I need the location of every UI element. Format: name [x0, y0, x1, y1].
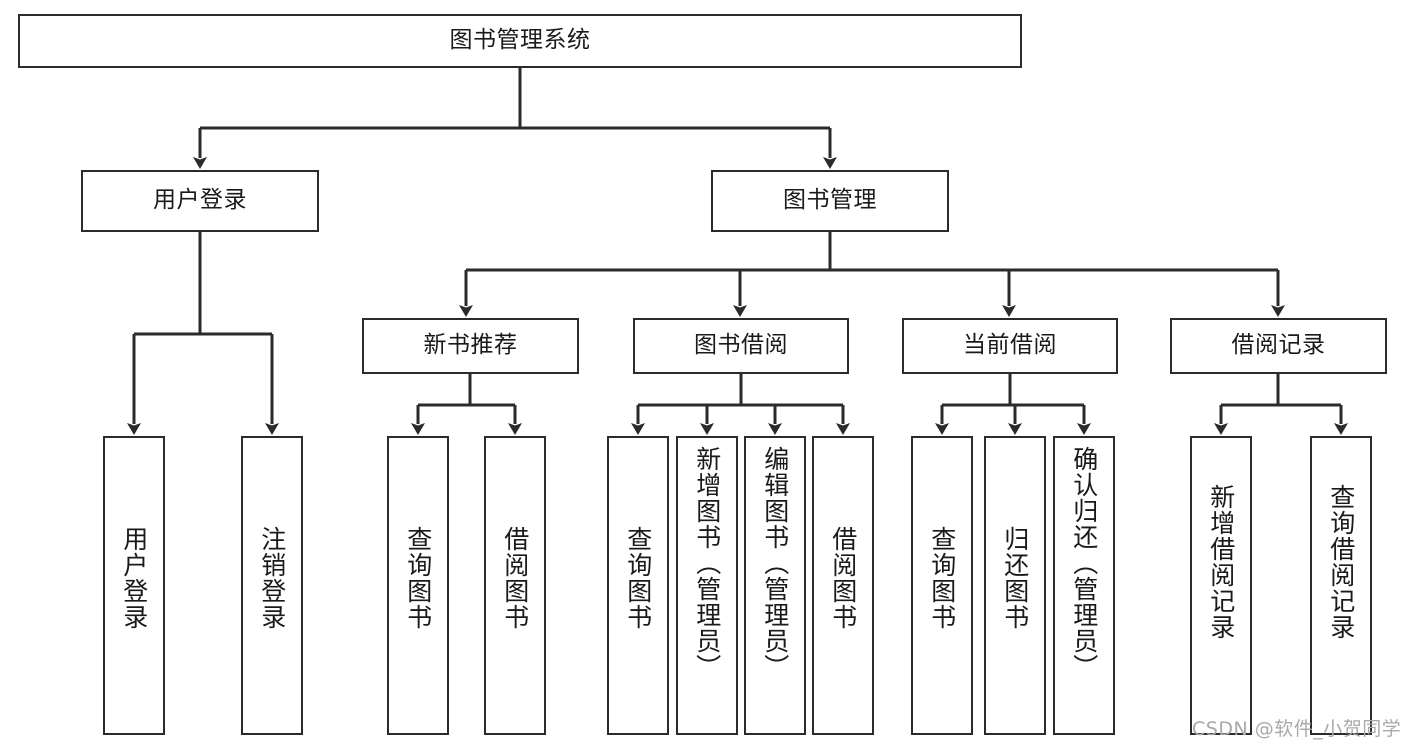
- node-label: 查询借阅记录: [1326, 484, 1356, 640]
- node-new-book-recommend[interactable]: 新书推荐: [362, 318, 579, 374]
- node-label: 查询图书: [623, 526, 653, 630]
- node-label: 借阅图书: [828, 526, 858, 630]
- node-label: 新书推荐: [423, 332, 518, 359]
- node-label: 借阅记录: [1231, 332, 1326, 359]
- node-label: 新增图书（管理员）: [692, 446, 722, 680]
- node-label: 图书管理: [783, 187, 877, 214]
- node-user-login[interactable]: 用户登录: [81, 170, 319, 232]
- node-leaf-query-book-3[interactable]: 查询图书: [911, 436, 973, 735]
- node-leaf-query-book-1[interactable]: 查询图书: [387, 436, 449, 735]
- watermark-text: CSDN @软件_小贺同学: [1192, 718, 1402, 740]
- node-current-borrow[interactable]: 当前借阅: [902, 318, 1118, 374]
- node-label: 编辑图书（管理员）: [760, 446, 790, 680]
- node-leaf-confirm-return[interactable]: 确认归还（管理员）: [1053, 436, 1115, 735]
- node-book-manage[interactable]: 图书管理: [711, 170, 949, 232]
- node-leaf-add-book[interactable]: 新增图书（管理员）: [676, 436, 738, 735]
- node-label: 当前借阅: [963, 332, 1057, 359]
- node-label: 注销登录: [257, 526, 287, 630]
- node-label: 图书管理系统: [449, 27, 591, 54]
- node-label: 新增借阅记录: [1206, 484, 1236, 640]
- node-leaf-return-book[interactable]: 归还图书: [984, 436, 1046, 735]
- node-leaf-add-record[interactable]: 新增借阅记录: [1190, 436, 1252, 735]
- node-borrow-record[interactable]: 借阅记录: [1170, 318, 1387, 374]
- node-root[interactable]: 图书管理系统: [18, 14, 1022, 68]
- node-label: 用户登录: [119, 526, 149, 630]
- node-leaf-edit-book[interactable]: 编辑图书（管理员）: [744, 436, 806, 735]
- node-label: 查询图书: [927, 526, 957, 630]
- node-leaf-borrow-book-2[interactable]: 借阅图书: [812, 436, 874, 735]
- node-label: 查询图书: [403, 526, 433, 630]
- node-book-borrow[interactable]: 图书借阅: [633, 318, 849, 374]
- node-label: 确认归还（管理员）: [1069, 446, 1099, 680]
- node-leaf-query-record[interactable]: 查询借阅记录: [1310, 436, 1372, 735]
- node-leaf-borrow-book-1[interactable]: 借阅图书: [484, 436, 546, 735]
- node-label: 用户登录: [153, 187, 247, 214]
- node-leaf-logout[interactable]: 注销登录: [241, 436, 303, 735]
- node-leaf-user-login[interactable]: 用户登录: [103, 436, 165, 735]
- node-label: 归还图书: [1000, 526, 1030, 630]
- node-label: 图书借阅: [694, 332, 788, 359]
- node-leaf-query-book-2[interactable]: 查询图书: [607, 436, 669, 735]
- node-label: 借阅图书: [500, 526, 530, 630]
